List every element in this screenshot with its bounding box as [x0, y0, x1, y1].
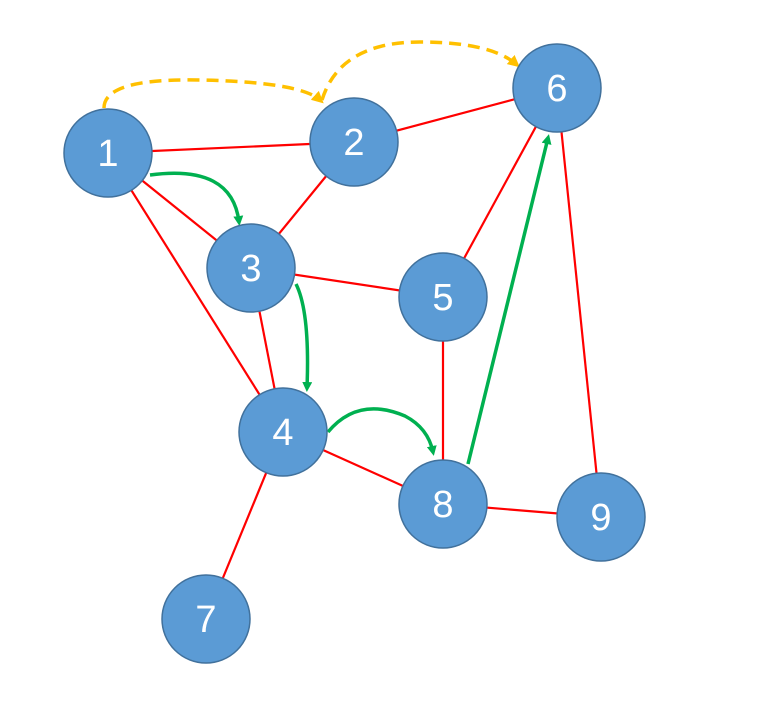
node-label-9: 9: [590, 497, 611, 539]
node-circle-8: [398, 459, 488, 549]
edge-1-4: [107, 152, 284, 433]
node-circle-6: [512, 43, 602, 133]
node-label-6: 6: [546, 68, 567, 110]
arrows-layer: [102, 40, 552, 465]
node-label-7: 7: [195, 599, 216, 641]
node-label-2: 2: [343, 122, 364, 164]
node-circle-4: [238, 387, 328, 477]
node-5: 5: [398, 252, 488, 342]
node-circle-9: [556, 472, 646, 562]
dashed-arrow-2-6: [320, 40, 520, 101]
node-3: 3: [206, 223, 296, 313]
node-circle-5: [398, 252, 488, 342]
nodes-layer: 1 2 3 4 5 6 7 8 9: [63, 43, 646, 664]
edge-6-9: [555, 87, 603, 518]
node-circle-3: [206, 223, 296, 313]
node-circle-1: [63, 108, 153, 198]
green-arrow-1-3: [149, 171, 244, 226]
green-arrow-8-6: [466, 134, 552, 465]
node-label-5: 5: [432, 277, 453, 319]
node-9: 9: [556, 472, 646, 562]
green-arrow-3-4: [294, 283, 313, 392]
node-label-3: 3: [240, 248, 261, 290]
node-1: 1: [63, 108, 153, 198]
node-label-1: 1: [97, 133, 118, 175]
node-7: 7: [161, 574, 251, 664]
node-label-4: 4: [272, 412, 293, 454]
node-8: 8: [398, 459, 488, 549]
node-circle-7: [161, 574, 251, 664]
node-label-8: 8: [432, 484, 453, 526]
green-arrow-4-8: [326, 407, 437, 456]
dashed-arrow-1-2: [102, 78, 324, 109]
node-2: 2: [309, 97, 399, 187]
node-6: 6: [512, 43, 602, 133]
node-4: 4: [238, 387, 328, 477]
node-circle-2: [309, 97, 399, 187]
